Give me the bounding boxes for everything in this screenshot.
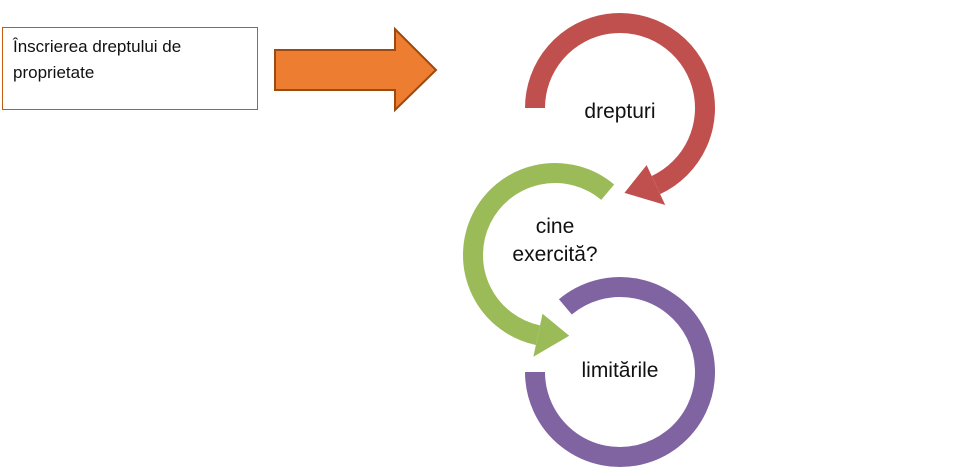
cycle-label-line2: exercită? (512, 243, 598, 266)
cycle-label-drepturi: drepturi (584, 100, 656, 123)
cycle-arc-red-arrowhead (624, 165, 666, 205)
text-box-label: Înscrierea dreptului de proprietate (13, 37, 182, 82)
cycle-arc-green (463, 163, 615, 345)
cycle-arc-purple (525, 277, 715, 467)
cycle-label-limitarile: limitările (581, 359, 659, 382)
cycle-arc-green-arrowhead (533, 313, 570, 357)
cycle-label-line1: cine (535, 215, 575, 238)
text-box: Înscrierea dreptului de proprietate (2, 27, 258, 110)
right-arrow (274, 26, 438, 113)
cycle-arc-red (525, 13, 715, 195)
cycle-label-cine-exercita: cine exercită? (495, 213, 615, 269)
